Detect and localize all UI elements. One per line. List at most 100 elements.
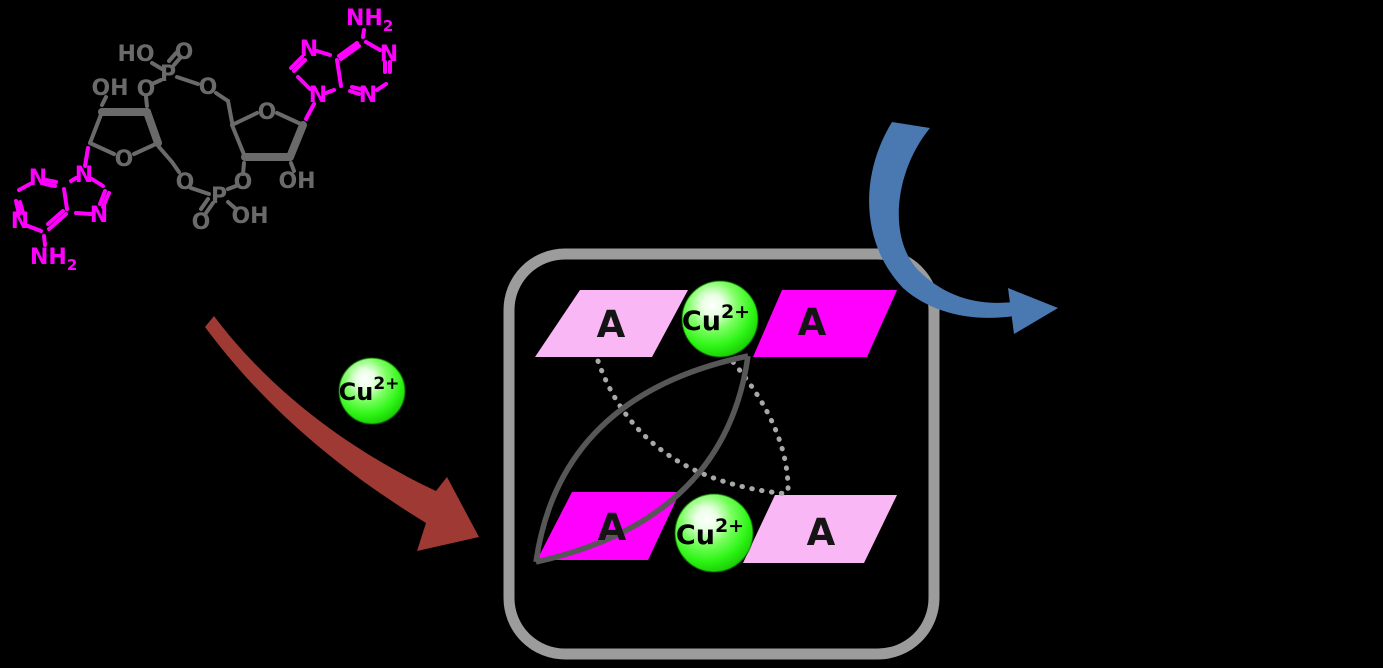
return-arrow (869, 122, 1058, 334)
bond (170, 160, 181, 174)
linker-dashed-back (595, 358, 791, 497)
wedge-bond (286, 121, 307, 161)
adenine-plane-top-left (535, 290, 688, 357)
bond (132, 141, 160, 156)
n-label: N (309, 83, 327, 108)
assembly-frame (503, 248, 940, 660)
bond-double (350, 85, 362, 91)
bond (226, 200, 238, 211)
copper-ion-label: Cu2+ (682, 301, 750, 337)
bond (375, 82, 388, 92)
adenine-plane-bottom-left (537, 492, 680, 560)
bond-double (98, 189, 107, 206)
bond-double (167, 51, 178, 63)
bond (335, 58, 343, 88)
atom-label-o: O (258, 100, 277, 125)
atom-label-o: O (115, 147, 134, 172)
bond (69, 176, 78, 183)
bond (150, 61, 164, 71)
bound-copper-top: Cu2+ (681, 280, 759, 358)
backbone-atom-labels: HO O P O O OH O O P O OH O O OH (91, 40, 315, 235)
bond (157, 145, 174, 164)
atom-label-p: P (160, 62, 176, 87)
plane-label-a: A (798, 301, 827, 344)
n-label: N (11, 209, 29, 234)
bond (17, 182, 32, 192)
bond-double (292, 58, 307, 73)
bond (150, 78, 163, 86)
plane-label-a: A (597, 303, 626, 346)
atom-label-o: O (234, 170, 253, 195)
bond (226, 184, 238, 191)
atom-label-o: O (175, 40, 194, 65)
copper-ion-label: Cu2+ (339, 374, 400, 406)
atom-label-o: O (199, 75, 218, 100)
atom-label-o: O (137, 77, 156, 102)
copper-sphere (674, 493, 754, 573)
bound-copper-bottom: Cu2+ (674, 493, 754, 573)
copper-ion-label: Cu2+ (676, 515, 744, 551)
bond (214, 91, 230, 103)
adenine-right-labels: N N N N NH2 (300, 6, 398, 108)
bond-double (339, 44, 361, 61)
nh2-label: NH2 (346, 6, 393, 35)
adenine-left-labels: N N N N NH2 (11, 163, 108, 274)
bond (74, 211, 93, 216)
bond-double (46, 209, 65, 226)
bond (88, 110, 104, 145)
bond (26, 224, 43, 233)
bond (315, 49, 332, 57)
dashed-arc (595, 358, 791, 497)
bond-glycosidic (83, 146, 90, 168)
bond (88, 141, 116, 156)
free-copper-ion: Cu2+ (338, 357, 406, 425)
n-label: N (75, 163, 93, 188)
adenine-left-bonds (14, 146, 111, 247)
bond-double (44, 178, 58, 184)
molecule-structure: HO O P O O OH O O P O OH O O OH (11, 6, 398, 274)
adenine-ring-right: N N N N NH2 (289, 6, 398, 121)
bond-double (47, 212, 68, 231)
bond (189, 186, 211, 196)
bond-double (172, 55, 183, 67)
n-label: N (359, 83, 377, 108)
bond (241, 161, 246, 176)
copper-sphere (681, 280, 759, 358)
atom-label-p: P (211, 184, 227, 209)
complex-assembly: A A A A Cu2+ Cu2+ (503, 248, 940, 660)
linker-solid-front (533, 353, 751, 565)
bond-double (43, 182, 57, 188)
n-label: N (29, 166, 47, 191)
n-label: N (90, 203, 108, 228)
forward-reaction-arrow (205, 316, 479, 551)
bond (230, 123, 247, 159)
adenine-right-bonds (289, 28, 392, 121)
bond (62, 187, 69, 211)
atom-label-oh: OH (278, 169, 315, 194)
bond-glycosidic (304, 102, 316, 121)
adenine-ring-left: N N N N NH2 (11, 146, 111, 274)
bond (226, 99, 234, 124)
bond (144, 95, 149, 108)
bond (296, 75, 312, 91)
return-arrow-head (1008, 288, 1058, 334)
bond-double (289, 55, 304, 70)
bond (175, 75, 200, 86)
nh2-label: NH2 (30, 245, 77, 274)
bond-double (204, 201, 215, 215)
wedge-bond (143, 108, 162, 147)
return-arrow-shaft (869, 122, 1014, 318)
atom-label-oh: OH (91, 76, 128, 101)
bond (230, 111, 259, 127)
n-label: N (380, 42, 398, 67)
adenine-plane-top-right (753, 290, 897, 357)
bond (42, 234, 47, 247)
bond (90, 177, 105, 188)
bond-double (199, 197, 210, 211)
bond-double (348, 89, 361, 96)
adenine-plane-bottom-right (743, 495, 897, 563)
n-label: N (300, 37, 318, 62)
solid-arc (535, 355, 751, 565)
atom-label-ho: HO (117, 42, 154, 67)
